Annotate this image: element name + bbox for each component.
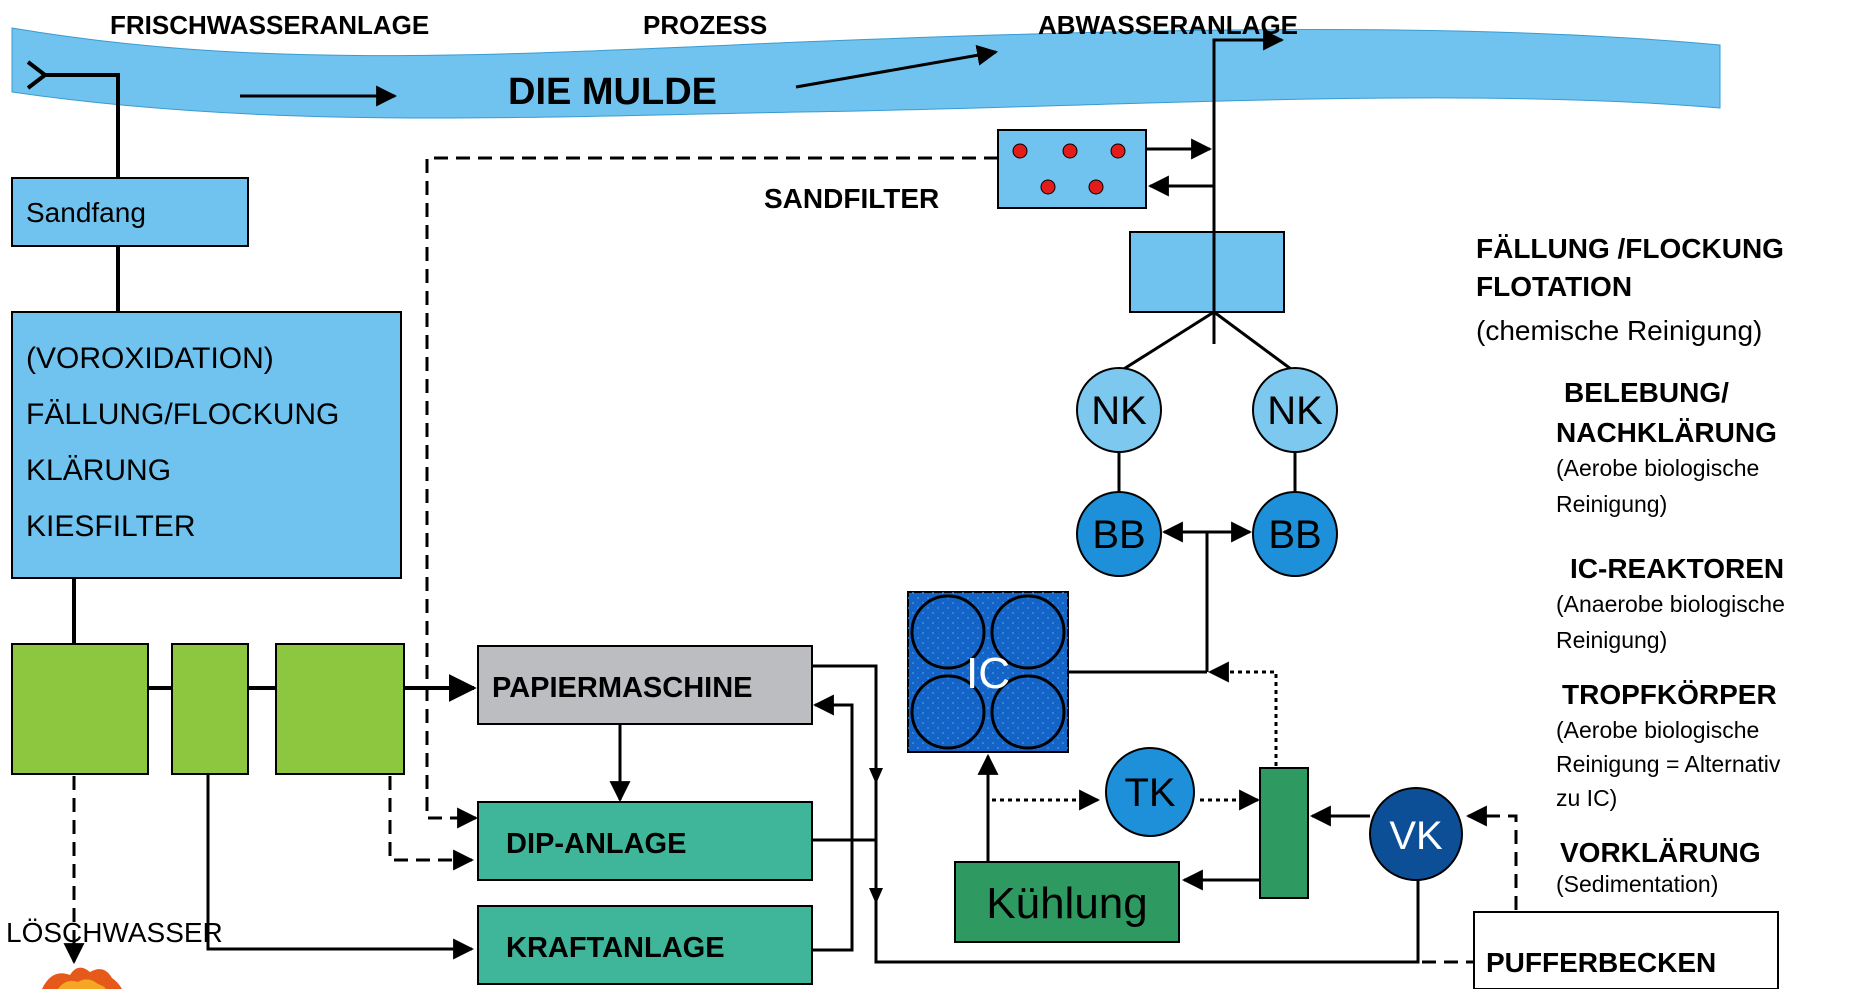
dashed-puffer-to-vk [1465, 805, 1518, 910]
pufferbecken-label: PUFFERBECKEN [1486, 947, 1716, 978]
green-box-2 [171, 643, 249, 775]
pufferbecken-box [1473, 911, 1779, 989]
bb-circle-right [1252, 491, 1338, 577]
dotted-mix-to-ic [1207, 661, 1278, 766]
nk-left-label: NK [1091, 389, 1147, 433]
sand-dot [1062, 143, 1078, 159]
legend-belebung-title-2: NACHKLÄRUNG [1556, 417, 1777, 448]
sand-dot [1012, 143, 1028, 159]
legend-faellung-title-2: FLOTATION [1476, 271, 1632, 302]
sand-dot [1088, 179, 1104, 195]
legend-belebung-title-1: BELEBUNG/ [1564, 377, 1729, 408]
down-arrow-1 [869, 768, 883, 784]
legend-belebung-desc-1: (Aerobe biologische [1556, 455, 1759, 481]
fire-inner-icon [58, 979, 106, 989]
legend-faellung-desc: (chemische Reinigung) [1476, 315, 1762, 346]
tk-label: TK [1124, 771, 1175, 815]
legend-vork-title: VORKLÄRUNG [1560, 837, 1761, 868]
sandfilter-box [997, 129, 1147, 209]
river-band [11, 27, 1721, 119]
bb-circle-left [1076, 491, 1162, 577]
kraftanlage-box [477, 905, 813, 985]
ic-reactor-circle [910, 594, 986, 670]
treatment-line-2: FÄLLUNG/FLOCKUNG [26, 398, 339, 431]
fire-icon [42, 967, 122, 989]
legend-belebung-desc-2: Reinigung) [1556, 491, 1667, 517]
line-to-kraftanlage [206, 774, 475, 960]
ic-label: IC [966, 649, 1010, 698]
treatment-line-3: KLÄRUNG [26, 454, 171, 487]
ic-reactor-circle [990, 674, 1066, 750]
green-box-1 [11, 643, 149, 775]
header-frischwasser: FRISCHWASSERANLAGE [110, 10, 429, 40]
legend-tropf-title: TROPFKÖRPER [1562, 679, 1777, 710]
line-kraft-to-pm [812, 694, 854, 952]
river-label: DIE MULDE [508, 71, 717, 113]
sand-dot [1110, 143, 1126, 159]
papiermaschine-box [477, 645, 813, 725]
header-prozess: PROZESS [643, 10, 767, 40]
ic-reactor-circle [910, 674, 986, 750]
tk-circle [1105, 747, 1195, 837]
ic-texture [908, 592, 1068, 752]
papiermaschine-label: PAPIERMASCHINE [492, 672, 753, 704]
legend-ic-desc-2: Reinigung) [1556, 627, 1667, 653]
kraftanlage-label: KRAFTANLAGE [506, 932, 725, 964]
vk-circle [1369, 787, 1463, 881]
bb-right-label: BB [1268, 513, 1321, 557]
sandfang-box [11, 177, 249, 247]
legend-tropf-desc-3: zu IC) [1556, 785, 1617, 811]
treatment-line-4: KIESFILTER [26, 510, 195, 543]
freshwater-treatment-box [11, 311, 402, 579]
line-pm-down [812, 664, 878, 960]
dip-anlage-box [477, 801, 813, 881]
dashed-sandfilter-to-dip [425, 156, 998, 829]
bb-left-label: BB [1092, 513, 1145, 557]
legend-ic-desc-1: (Anaerobe biologische [1556, 591, 1785, 617]
ic-reactor-circle [990, 594, 1066, 670]
flotation-block [1129, 231, 1285, 313]
kuehlung-label: Kühlung [986, 879, 1147, 928]
legend-faellung-title-1: FÄLLUNG /FLOCKUNG [1476, 233, 1784, 264]
sandfang-label: Sandfang [26, 197, 146, 228]
loeschwasser-label: LÖSCHWASSER [6, 917, 223, 948]
sand-dot [1040, 179, 1056, 195]
nk-right-label: NK [1267, 389, 1323, 433]
legend-tropf-desc-1: (Aerobe biologische [1556, 717, 1759, 743]
sandfilter-label: SANDFILTER [764, 183, 939, 214]
mixing-tank [1259, 767, 1309, 899]
river-arrow-2 [795, 44, 999, 89]
dip-anlage-label: DIP-ANLAGE [506, 828, 686, 860]
line-to-nk-right [1213, 310, 1296, 374]
line-to-nk-left [1118, 310, 1215, 374]
header-abwasser: ABWASSERANLAGE [1038, 10, 1298, 40]
legend-ic-title: IC-REAKTOREN [1570, 553, 1784, 584]
vk-label: VK [1389, 814, 1443, 858]
green-box-3 [275, 643, 405, 775]
kuehlung-box [954, 861, 1180, 943]
down-arrow-2 [869, 888, 883, 904]
intake-icon [26, 60, 120, 178]
legend-vork-desc: (Sedimentation) [1556, 871, 1718, 897]
dashed-green3-to-dip [388, 776, 475, 871]
treatment-line-1: (VOROXIDATION) [26, 342, 274, 375]
legend-tropf-desc-2: Reinigung = Alternativ [1556, 751, 1781, 777]
line-to-vk [874, 880, 1420, 964]
